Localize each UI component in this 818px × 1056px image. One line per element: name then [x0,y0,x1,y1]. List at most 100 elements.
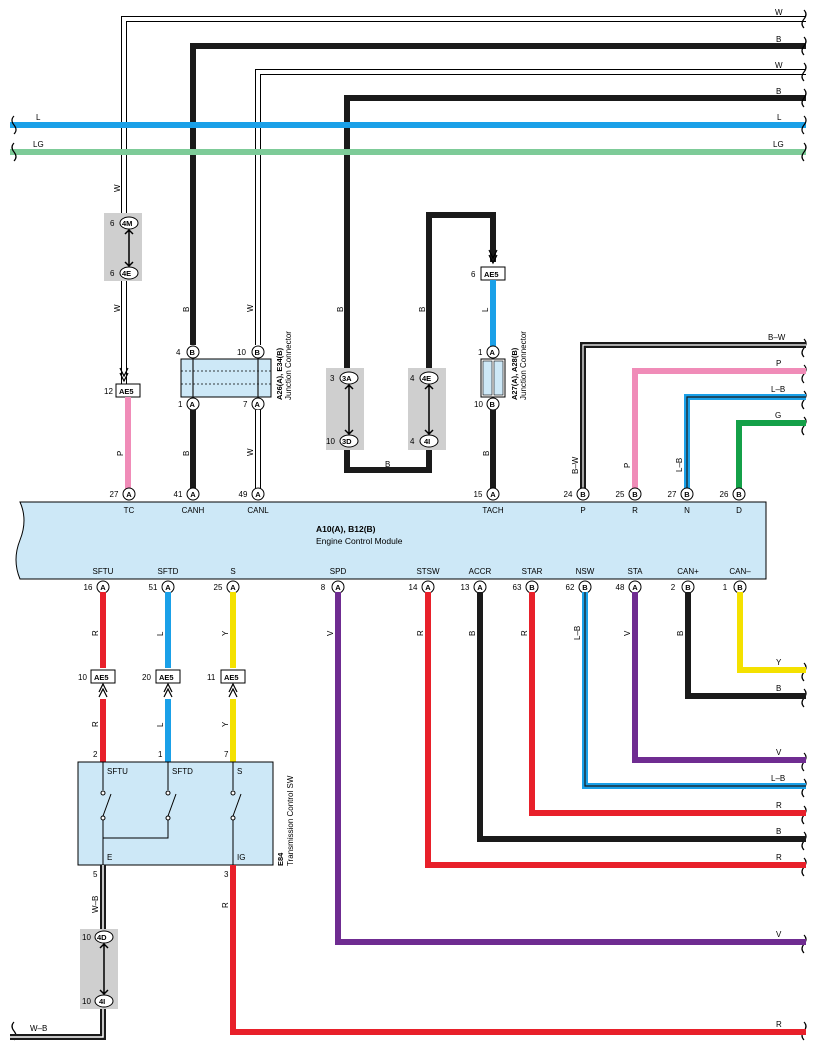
engine-control-module: A10(A), B12(B) Engine Control Module [15,501,767,580]
conn-sftd-ae5: 20 AE5 [142,669,181,684]
junction-canh-id: A26(A), E34(B) [275,347,284,400]
junction-tach-name: Junction Connector [519,331,528,400]
wire-label-tc-mid: W [113,304,122,312]
junction-connector-canh: 4 B 10 B 1 A 7 A A26(A), E34(B) Junction… [176,331,293,411]
conn-loop-arrows [344,383,434,436]
ecm-pin-name: CAN+ [677,567,699,576]
ecm-pin-name: ACCR [469,567,492,576]
top-wire-label-b1: B [776,35,781,44]
ecm-pin-number: 27 [110,490,119,499]
wire-b-loop [344,212,496,473]
sftd-chevron [163,682,173,698]
right-wire-label-g: G [775,411,781,420]
top-wire-label-l-right: L [777,113,782,122]
svg-text:3A: 3A [342,374,352,383]
tc-ae5-chevron [119,367,129,383]
wire-lb-nsw [582,592,806,789]
ecm-pin-connector: A [477,583,483,592]
wire-bw-p [580,342,806,489]
switch-pin-ig-num: 3 [224,870,229,879]
svg-text:4I: 4I [424,437,430,446]
wire-label-canl: W [246,304,255,312]
svg-text:S: S [237,767,242,776]
svg-text:2: 2 [93,750,98,759]
svg-text:A: A [255,400,261,409]
ecm-pin-number: 62 [566,583,575,592]
top-wire-label-w1: W [775,8,783,17]
ecm-pin-connector: B [736,490,742,499]
svg-text:1: 1 [178,400,183,409]
conn-e-arrows [99,942,109,996]
svg-text:3: 3 [330,374,335,383]
wire-r-star [529,592,806,816]
wire-label-star: R [520,630,529,636]
ecm-pin-name: P [580,506,585,515]
svg-text:10: 10 [237,348,246,357]
ecm-pin-number: 2 [671,583,676,592]
s-chevron [228,682,238,698]
wire-label-stsw: R [416,630,425,636]
conn-loop-r-top: 4 4E [410,371,439,385]
ecm-pin-number: 15 [474,490,483,499]
svg-text:A: A [190,400,196,409]
svg-text:7: 7 [224,750,229,759]
wire-v-sta [632,592,806,763]
ecm-pin-connector: A [190,490,196,499]
ecm-pin-connector: A [165,583,171,592]
wire-g-d [736,420,806,489]
wire-p-r [632,368,806,489]
ecm-pin-name: SFTU [93,567,114,576]
wire-label-spd: V [326,630,335,636]
wire-label-tc-upper: W [113,184,122,192]
wire-label-tach-lower: B [482,451,491,456]
top-wire-label-b2: B [776,87,781,96]
transmission-control-switch: 2 1 7 SFTU SFTD S E IG E84 Transmission … [77,750,295,866]
wire-lb-n [684,394,806,489]
ecm-pin-number: 16 [84,583,93,592]
wire-label-sta: V [623,630,632,636]
ecm-pin-name: SPD [330,567,347,576]
ecm-pin-connector: B [685,583,691,592]
svg-text:AE5: AE5 [119,387,134,396]
ecm-pin-name: CAN– [729,567,751,576]
ecm-pin-circle [732,487,746,501]
ecm-pin-number: 26 [720,490,729,499]
svg-text:AE5: AE5 [484,270,499,279]
wire-label-canl-lower: W [246,448,255,456]
svg-text:10: 10 [474,400,483,409]
ecm-pin-name: NSW [576,567,595,576]
ecm-pin-name: STAR [522,567,543,576]
svg-text:SFTU: SFTU [107,767,128,776]
right-wire-label-b1: B [776,684,781,693]
wire-b-canp [685,592,806,699]
wire-label-ig-lower: R [221,902,230,908]
switch-id: E84 [276,852,285,866]
conn-tc-arrow [124,228,134,268]
ecm-pin-name: TC [124,506,135,515]
svg-text:4: 4 [176,348,181,357]
ecm-pin-number: 27 [668,490,677,499]
wire-b-loop-top [344,95,806,370]
ecm-pin-number: 63 [513,583,522,592]
ecm-pin-circle [486,487,500,501]
conn-sftu-ae5: 10 AE5 [78,669,116,684]
ecm-pin-number: 14 [409,583,418,592]
ecm-pin-number: 51 [149,583,158,592]
wire-label-canh: B [182,307,191,312]
ecm-pin-connector: B [529,583,535,592]
wire-label-loop-left: B [336,307,345,312]
svg-text:4: 4 [410,437,415,446]
wire-label-loop-bottom: B [385,460,390,469]
ecm-pin-connector: A [230,583,236,592]
svg-text:AE5: AE5 [159,673,174,682]
wire-wb-e [10,865,106,1040]
ecm-title: A10(A), B12(B) [316,524,376,534]
